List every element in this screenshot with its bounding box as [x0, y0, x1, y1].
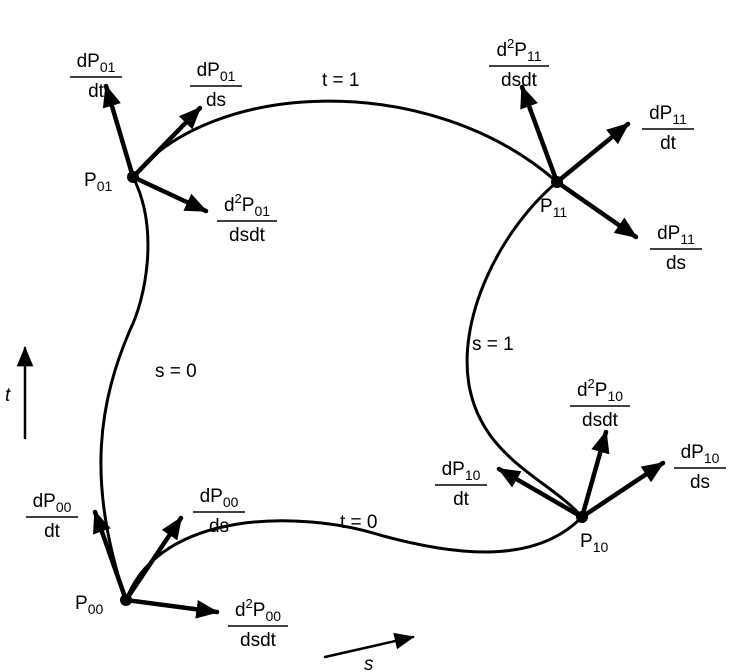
fraction-dp11-dt: dP11 dt [642, 103, 694, 154]
vector-dp10-ds [579, 460, 666, 520]
fraction-denominator: ds [690, 472, 710, 493]
fraction-dp01-dt: dP01 dt [70, 51, 122, 102]
boundary-label-s1: s = 1 [472, 334, 514, 355]
fraction-denominator: ds [206, 90, 226, 111]
axis-label-s: s [364, 654, 374, 672]
fraction-numerator: dP11 [657, 223, 695, 247]
corner-label-p00: P00 [75, 593, 103, 617]
vector-dp01-ds [130, 105, 203, 180]
vector-dp00-dt [92, 509, 129, 603]
fraction-dp10-ds: dP10 ds [674, 442, 726, 493]
curve-t0 [124, 515, 584, 602]
fraction-denominator: dsdt [582, 410, 619, 431]
fraction-numerator: dP10 [681, 442, 720, 466]
corner-label-p11: P11 [540, 196, 567, 220]
vector-dp11-dt [554, 121, 631, 185]
vector-dp01-dt [102, 83, 136, 180]
s-direction-arrow [323, 632, 415, 659]
corner-label-p10: P10 [580, 531, 608, 555]
boundary-label-s0: s = 0 [155, 361, 197, 382]
fraction-denominator: dsdt [501, 70, 538, 91]
fraction-numerator: d2P00 [235, 596, 281, 624]
fraction-dp00-dt: dP00 dt [26, 491, 78, 542]
vector-dp10-dt [496, 466, 585, 520]
vector-d2p01-dsdt [130, 174, 209, 214]
fraction-denominator: dt [660, 133, 677, 154]
fraction-dp00-ds: dP00 ds [193, 486, 245, 537]
vector-dp00-ds [123, 515, 184, 603]
fraction-numerator: dP00 [200, 486, 239, 510]
fraction-denominator: dt [453, 489, 470, 510]
fraction-numerator: dP11 [649, 103, 687, 127]
fraction-numerator: dP10 [442, 459, 481, 483]
curve-s0 [99, 175, 150, 602]
fraction-denominator: dsdt [229, 225, 266, 246]
fraction-numerator: d2P11 [496, 36, 541, 64]
axis-label-t: t [5, 385, 11, 406]
fraction-denominator: ds [209, 516, 229, 537]
fraction-d2p00-dsdt: d2P00 dsdt [228, 596, 288, 651]
boundary-label-t1: t = 1 [322, 70, 360, 91]
fraction-numerator: d2P10 [577, 376, 623, 404]
fraction-denominator: dt [88, 81, 105, 102]
corner-label-p01: P01 [84, 170, 112, 194]
vector-d2p10-dsdt [579, 429, 610, 520]
curve-t1 [131, 99, 559, 184]
fraction-dp10-dt: dP10 dt [435, 459, 487, 510]
fraction-d2p11-dsdt: d2P11 dsdt [489, 36, 549, 91]
fraction-denominator: ds [666, 253, 686, 274]
fraction-numerator: dP01 [77, 51, 116, 75]
curve-s1 [465, 180, 584, 519]
fraction-dp11-ds: dP11 ds [650, 223, 702, 274]
fraction-d2p01-dsdt: d2P01 dsdt [217, 191, 277, 246]
fraction-numerator: dP01 [197, 60, 236, 84]
fraction-numerator: dP00 [33, 491, 72, 515]
fraction-denominator: dsdt [240, 630, 277, 651]
vector-d2p00-dsdt [123, 597, 220, 619]
fraction-denominator: dt [44, 521, 61, 542]
fraction-numerator: d2P01 [224, 191, 270, 219]
vector-dp11-ds [554, 179, 639, 240]
vector-d2p11-dsdt [519, 84, 560, 185]
boundary-label-t0: t = 0 [340, 512, 378, 533]
fraction-dp01-ds: dP01 ds [190, 60, 242, 111]
fraction-d2p10-dsdt: d2P10 dsdt [570, 376, 630, 431]
